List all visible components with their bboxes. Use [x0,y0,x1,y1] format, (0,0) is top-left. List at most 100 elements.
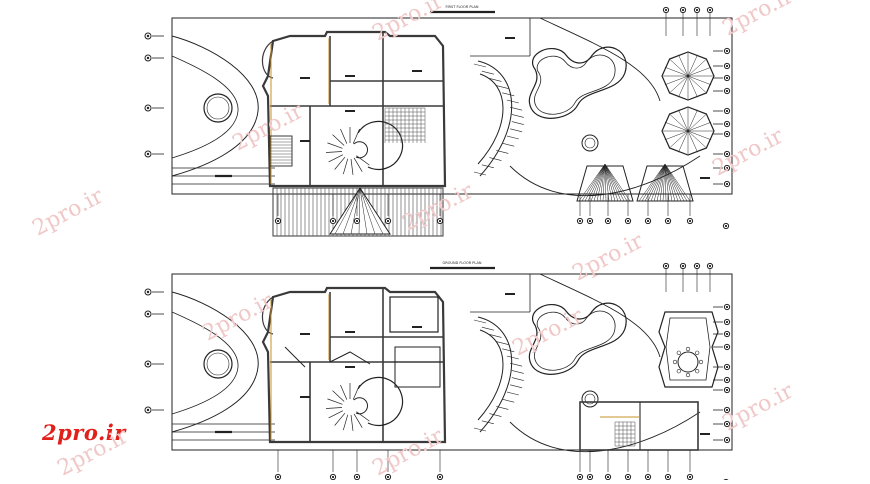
pool-house [658,311,719,388]
grid-axis-marker-right [713,107,731,115]
grid-axis-marker-top [706,6,714,14]
floor-plan-2: GROUND FLOOR PLAN [144,261,733,484]
grid-axis-marker-left [144,288,164,296]
grid-axis-marker-bottom [384,217,392,225]
grid-axis-marker-right [713,130,731,138]
room-tags [300,37,710,179]
grid-axis-marker-right [713,150,731,158]
grid-axis-marker-right [713,87,731,95]
grid-axis-marker-bottom [576,473,584,481]
gazebo-roof [661,106,715,156]
grid-axis-marker-left [144,406,164,414]
grid-axis-marker-right [713,406,731,414]
plan-title-text: GROUND FLOOR PLAN [443,261,482,265]
round-table [677,351,699,373]
grid-axis-marker-top [693,6,701,14]
grid-axis-marker-right [713,303,731,311]
corner-marker [722,222,730,230]
grid-axis-marker-bottom [329,217,337,225]
pergola-roof [636,163,694,202]
grid-axis-marker-right [713,62,731,70]
pergola-roof [576,163,634,202]
grid-axis-marker-right [713,343,731,351]
grid-axis-marker-bottom [586,473,594,481]
grid-axis-marker-bottom [576,217,584,225]
grid-axis-marker-left [144,310,164,318]
grid-axis-marker-left [144,360,164,368]
pavilions [576,51,715,202]
grid-axis-marker-left [144,32,164,40]
grid-axis-marker-bottom [604,217,612,225]
grid-axis-marker-right [713,436,731,444]
swimming-pool [528,302,627,408]
grid-axis-marker-bottom [644,217,652,225]
chair [685,346,691,352]
grid-axis-marker-top [679,262,687,270]
grid-axis-marker-bottom [686,473,694,481]
curved-path-edge [477,329,504,421]
chair [676,369,681,374]
spiral-staircase [326,376,404,431]
plan-title: GROUND FLOOR PLAN [430,261,495,270]
grid-axis-marker-bottom [329,473,337,481]
grid-axis-marker-right [713,120,731,128]
grid-axis-marker-left [144,54,164,62]
grid-axis-marker-bottom [353,217,361,225]
grid-axis-marker-right [713,164,731,172]
grid-axis-marker-right [713,376,731,384]
grid-axis-marker-left [144,104,164,112]
plan-title: FIRST FLOOR PLAN [430,5,495,14]
service-annex [579,401,699,451]
grid-axis-marker-bottom [436,217,444,225]
tile-grid [384,107,426,143]
grid-axes [144,6,731,230]
floor-plan-1: FIRST FLOOR PLAN [144,5,733,237]
grid-axis-marker-bottom [274,217,282,225]
site-boundary [171,273,733,451]
grid-axis-marker-right [713,363,731,371]
garden-yard [473,17,701,197]
hatch [269,135,293,167]
fountain [203,349,233,379]
angled-wall [329,351,371,365]
pavilions [579,311,719,451]
tile-grid [614,421,636,447]
chair [672,359,678,365]
circular-driveway [171,35,259,177]
garage-room [389,296,439,333]
grid-axis-marker-right [713,420,731,428]
grid-axis-marker-right [713,330,731,338]
garden-yard [473,273,701,453]
grid-axis-marker-right [713,74,731,82]
grid-axis-marker-bottom [644,473,652,481]
grid-axis-marker-top [706,262,714,270]
garden-path [509,411,701,453]
grid-axis-marker-left [144,150,164,158]
site-boundary [171,17,733,195]
plan-title-text: FIRST FLOOR PLAN [446,5,479,9]
garden-path [509,155,701,197]
kitchen-room [394,346,441,388]
jacuzzi [581,390,599,408]
chair [695,369,700,374]
grid-axis-marker-top [662,6,670,14]
spiral-staircase [326,120,404,175]
grid-axis-marker-bottom [624,217,632,225]
curved-path-edge [477,73,504,165]
chair [695,350,700,355]
grid-axis-marker-bottom [436,473,444,481]
grid-axis-marker-top [679,6,687,14]
chair [698,359,704,365]
grid-axis-marker-bottom [624,473,632,481]
grid-axis-marker-bottom [686,217,694,225]
house-walls [261,30,447,188]
grid-axis-marker-bottom [274,473,282,481]
grid-axis-marker-right [713,386,731,394]
grid-axis-marker-right [713,47,731,55]
access-road [172,167,275,185]
brand-logo: 2pro.ir [42,420,126,445]
house-walls [261,286,447,444]
grid-axis-marker-bottom [384,473,392,481]
front-porch [272,187,444,237]
